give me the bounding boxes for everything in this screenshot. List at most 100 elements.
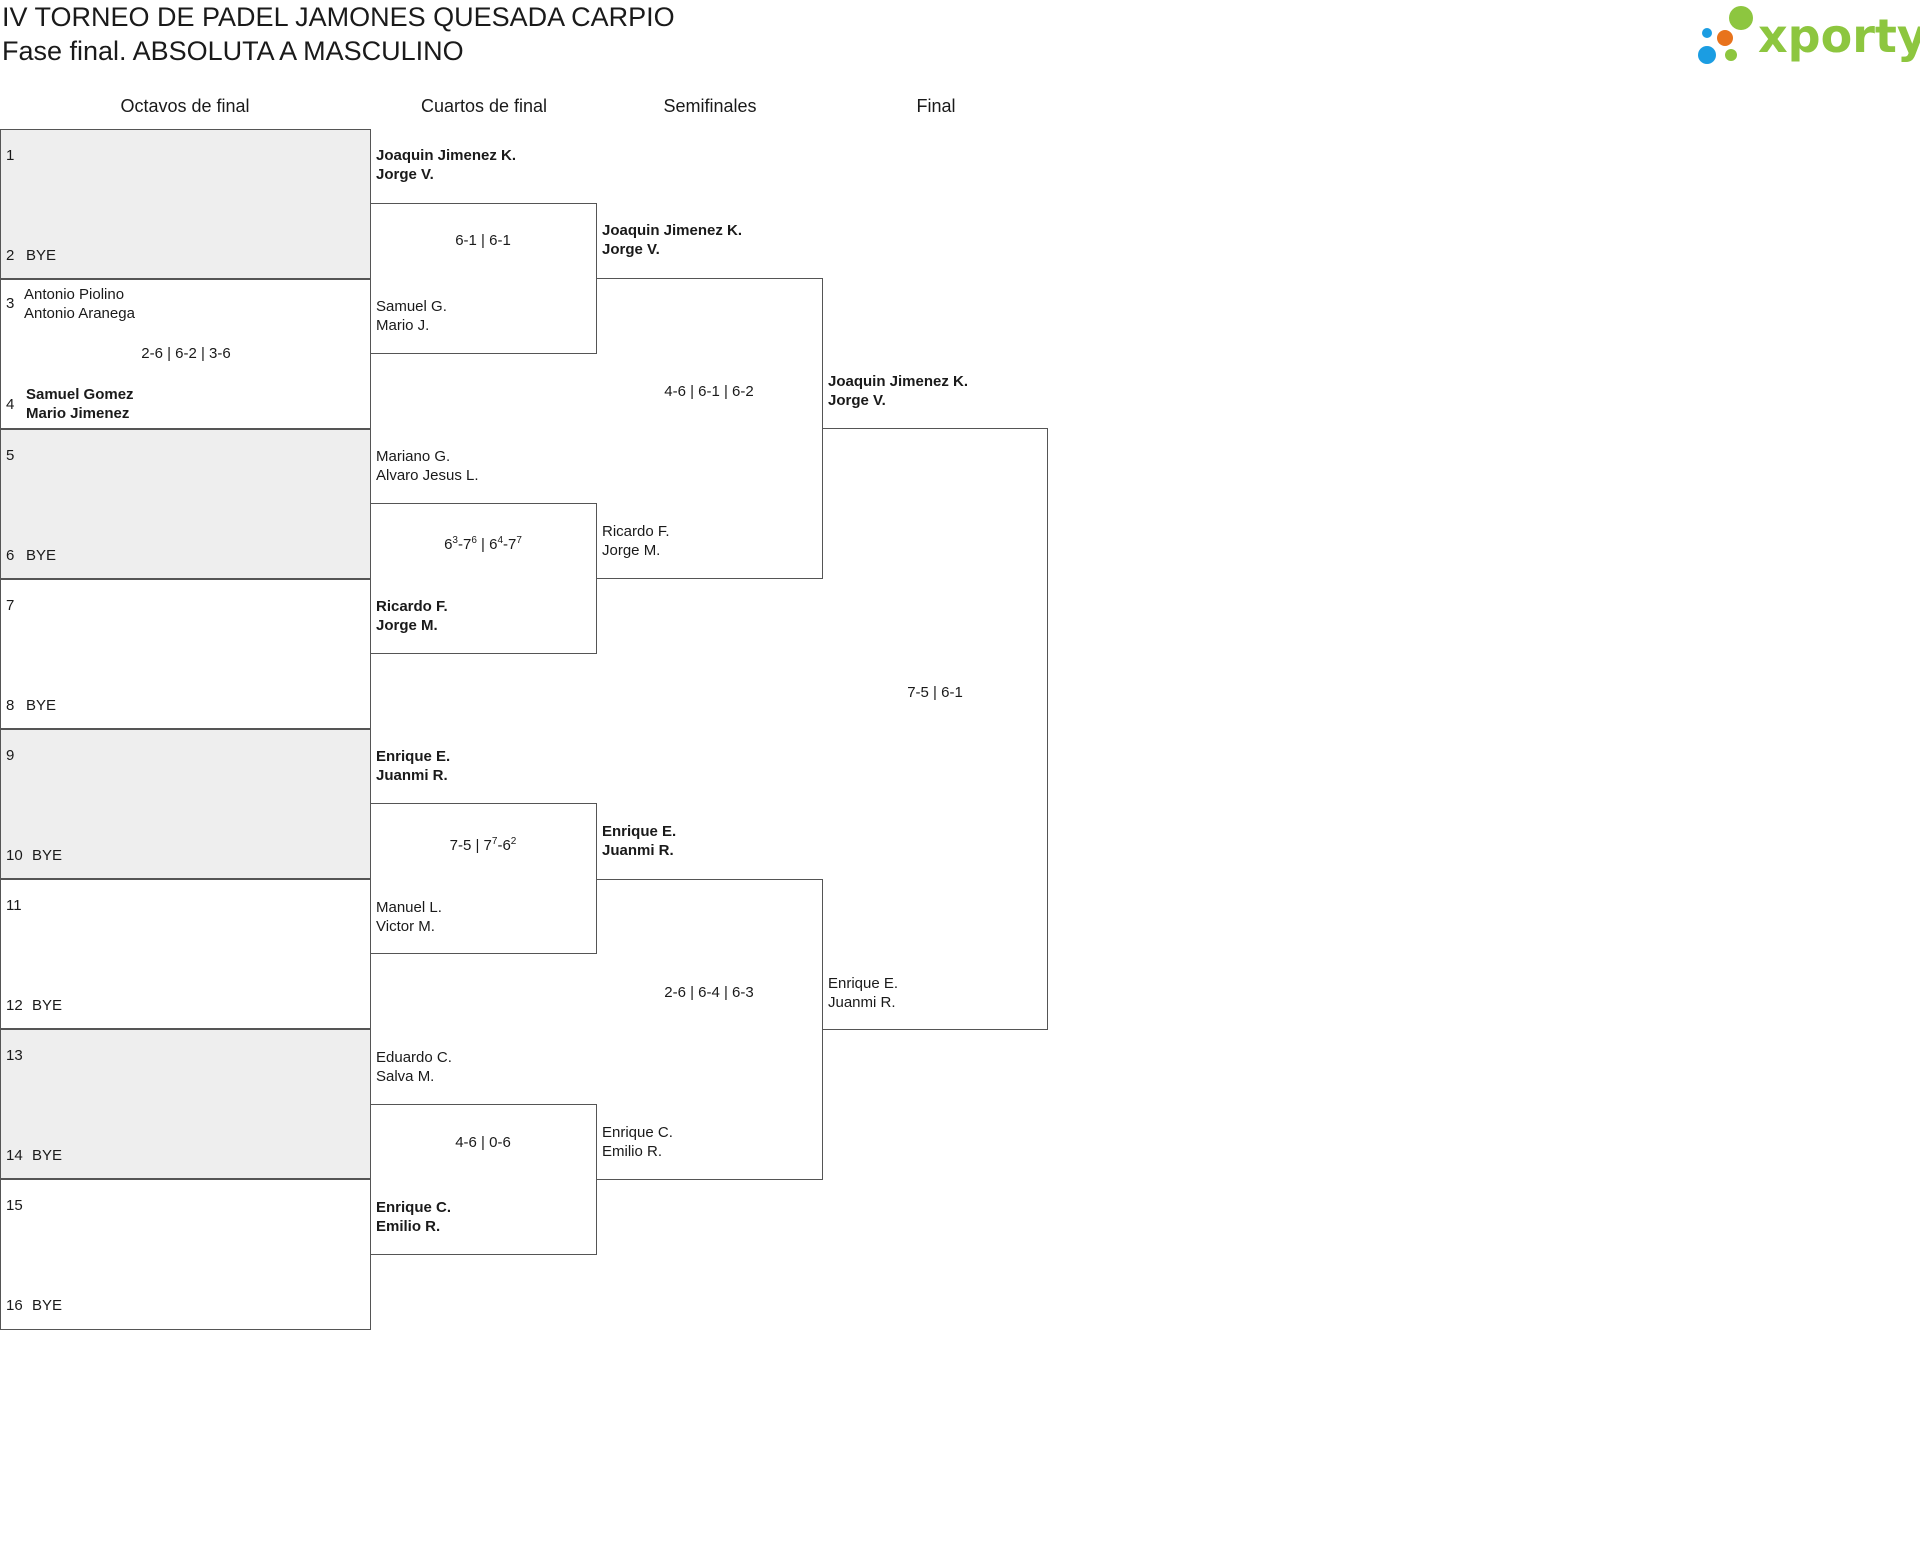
semis-team-2-player: Ricardo F. [602, 523, 670, 540]
slot-number: 15 [6, 1197, 23, 1214]
octavos-match-1: 1 2 BYE [0, 129, 371, 279]
slot-number: 7 [6, 597, 15, 614]
cuartos-team-3-player: Mariano G. [376, 448, 451, 465]
cuartos-team-1-player: Joaquin Jimenez K. [376, 147, 517, 164]
final-score: 7-5 | 6-1 [907, 684, 963, 701]
logo-dot-orange [1717, 30, 1733, 46]
slot-number: 2 [6, 247, 15, 264]
slot-number: 4 [6, 396, 15, 413]
cuartos-team-7-player: Salva M. [376, 1068, 435, 1085]
cuartos-team-8-player: Emilio R. [376, 1218, 441, 1235]
round-header-semis: Semifinales [663, 96, 757, 116]
cuartos-match-4 [370, 1104, 597, 1255]
xporty-logo: xporty [1698, 6, 1920, 64]
tiebreak-sup: 7 [491, 836, 498, 847]
semis-match-1 [596, 278, 823, 579]
final-match [822, 428, 1048, 1030]
slot-number: 3 [6, 295, 15, 312]
semis-score-1: 4-6 | 6-1 | 6-2 [664, 383, 754, 400]
bye-label: BYE [32, 1297, 63, 1314]
semis-team-3-player: Juanmi R. [602, 842, 674, 859]
bye-label: BYE [26, 247, 57, 264]
cuartos-score-2: 63-76 | 64-77 [370, 531, 596, 554]
score-part: -6 [497, 837, 511, 854]
bye-label: BYE [26, 697, 57, 714]
cuartos-team-5-player: Juanmi R. [376, 767, 448, 784]
tiebreak-sup: 2 [510, 836, 517, 847]
slot-number: 14 [6, 1147, 23, 1164]
cuartos-team-6-player: Manuel L. [376, 899, 442, 916]
cuartos-team-2-player: Samuel G. [376, 298, 447, 315]
cuartos-team-7-player: Eduardo C. [376, 1049, 452, 1066]
score-part: 7-5 | 7 [449, 837, 492, 854]
cuartos-team-4-player: Ricardo F. [376, 598, 448, 615]
semis-team-2-player: Jorge M. [602, 542, 661, 559]
slot-number: 13 [6, 1047, 23, 1064]
slot-number: 12 [6, 997, 23, 1014]
tiebreak-sup: 4 [497, 535, 504, 546]
team-player: Antonio Piolino [24, 286, 125, 303]
semis-match-2 [596, 879, 823, 1180]
bye-label: BYE [32, 847, 63, 864]
round-header-octavos: Octavos de final [120, 96, 250, 116]
score-part: -7 [503, 536, 517, 553]
slot-number: 10 [6, 847, 23, 864]
semis-team-1-player: Jorge V. [602, 241, 660, 258]
octavos-match-2: 3 Antonio Piolino Antonio Aranega 2-6 | … [0, 279, 371, 429]
semis-team-4-player: Emilio R. [602, 1143, 663, 1160]
cuartos-team-2-player: Mario J. [376, 317, 430, 334]
match-score: 2-6 | 6-2 | 3-6 [141, 345, 231, 362]
bye-label: BYE [26, 547, 57, 564]
octavos-match-4: 7 8 BYE [0, 579, 371, 729]
tiebreak-sup: 7 [516, 535, 522, 546]
slot-number: 1 [6, 147, 15, 164]
title-block: IV TORNEO DE PADEL JAMONES QUESADA CARPI… [2, 0, 675, 68]
semis-team-3-player: Enrique E. [602, 823, 677, 840]
octavos-match-5: 9 10 BYE [0, 729, 371, 879]
cuartos-score-3: 7-5 | 77-62 [370, 832, 596, 855]
logo-text: xporty [1758, 9, 1920, 63]
score-part: 6 [444, 536, 453, 553]
tiebreak-sup: 6 [471, 535, 477, 546]
octavos-match-6: 11 12 BYE [0, 879, 371, 1029]
cuartos-score-4: 4-6 | 0-6 [455, 1134, 511, 1151]
cuartos-team-8-player: Enrique C. [376, 1199, 452, 1216]
tiebreak-sup: 3 [452, 535, 458, 546]
cuartos-team-3-player: Alvaro Jesus L. [376, 467, 479, 484]
round-header-cuartos: Cuartos de final [420, 96, 548, 116]
page-subtitle: Fase final. ABSOLUTA A MASCULINO [2, 36, 464, 66]
round-header-final: Final [916, 96, 956, 116]
semis-team-1-player: Joaquin Jimenez K. [602, 222, 743, 239]
final-team-1-player: Jorge V. [828, 392, 886, 409]
octavos-match-8: 15 16 BYE [0, 1179, 371, 1330]
slot-number: 8 [6, 697, 15, 714]
slot-number: 11 [6, 897, 22, 914]
team-player-winner: Mario Jimenez [26, 405, 130, 422]
slot-number: 16 [6, 1297, 23, 1314]
logo-dot-blue-small [1702, 28, 1712, 38]
score-part: | 6 [476, 536, 498, 553]
slot-number: 5 [6, 447, 15, 464]
semis-team-4-player: Enrique C. [602, 1124, 673, 1141]
semis-score-2: 2-6 | 6-4 | 6-3 [664, 984, 754, 1001]
octavos-match-7: 13 14 BYE [0, 1029, 371, 1179]
final-team-1-player: Joaquin Jimenez K. [828, 373, 969, 390]
score-part: -7 [457, 536, 472, 553]
slot-number: 6 [6, 547, 15, 564]
logo-dot-green-small [1725, 49, 1737, 61]
bye-label: BYE [32, 1147, 63, 1164]
cuartos-team-4-player: Jorge M. [376, 617, 438, 634]
bye-label: BYE [32, 997, 63, 1014]
cuartos-score-1: 6-1 | 6-1 [455, 232, 511, 249]
cuartos-team-5-player: Enrique E. [376, 748, 451, 765]
octavos-match-3: 5 6 BYE [0, 429, 371, 579]
team-player: Antonio Aranega [24, 305, 135, 322]
page-title: IV TORNEO DE PADEL JAMONES QUESADA CARPI… [2, 2, 675, 32]
team-player-winner: Samuel Gomez [26, 386, 134, 403]
cuartos-match-3 [370, 803, 597, 954]
cuartos-match-2 [370, 503, 597, 654]
final-team-2-player: Juanmi R. [828, 994, 896, 1011]
cuartos-team-6-player: Victor M. [376, 918, 435, 935]
cuartos-match-1 [370, 203, 597, 354]
cuartos-team-1-player: Jorge V. [376, 166, 434, 183]
